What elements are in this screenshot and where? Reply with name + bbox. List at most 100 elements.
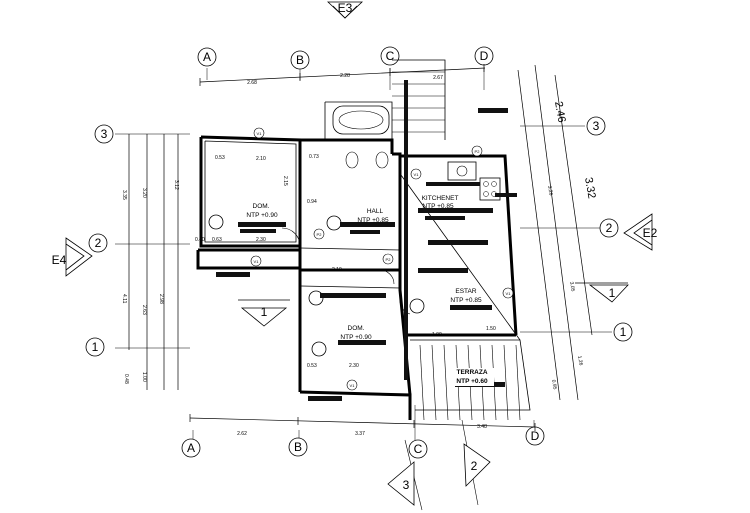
room-terraza: TERRAZA NTP +0.60 <box>450 368 494 386</box>
room-level: NTP +0.85 <box>357 217 389 224</box>
dim-text: 3.26 <box>546 185 554 196</box>
elevation-label: E2 <box>643 226 658 240</box>
dim-text: 2.30 <box>256 237 266 243</box>
grid-label: 3 <box>101 127 108 141</box>
elevation-label: E4 <box>52 253 67 267</box>
tag-label: V1 <box>350 383 356 388</box>
tag-p2-c: P2 <box>471 145 483 157</box>
grid-bubble-bottom-a: A <box>181 438 201 458</box>
dim-text: 1.26 <box>576 355 584 366</box>
elevation-marker-e4: E4 <box>52 237 93 277</box>
room-level: NTP +0.90 <box>246 212 278 219</box>
grid-bubble-bottom-c: C <box>408 439 428 459</box>
grid-bubble-top-d: D <box>474 46 494 66</box>
grid-label: A <box>187 441 195 455</box>
room-name: HALL <box>367 208 384 215</box>
dim-text: 3.05 <box>568 281 576 292</box>
dim-text: 4.11 <box>121 294 127 304</box>
dim-text: 3.32 <box>582 176 598 199</box>
dim-text: 2.10 <box>256 156 266 162</box>
grid-label: 3 <box>593 119 600 133</box>
room-estar: ESTAR NTP +0.85 <box>450 288 482 304</box>
tag-label: P2 <box>475 149 481 154</box>
dim-text: 2.28 <box>340 73 350 79</box>
grid-bubble-bottom-b: B <box>288 437 308 457</box>
grid-label: 1 <box>620 325 627 339</box>
room-level: NTP +0.90 <box>340 334 372 341</box>
grid-bubble-top-b: B <box>290 50 310 70</box>
dim-text: 0.73 <box>309 154 319 160</box>
dim-text: 3.37 <box>355 431 365 437</box>
room-level: NTP +0.85 <box>422 203 454 210</box>
section-label: 3 <box>403 478 410 492</box>
dim-text: 2.67 <box>433 75 443 81</box>
dim-text: 0.95 <box>550 379 558 390</box>
room-level: NTP +0.60 <box>456 378 488 385</box>
tag-p2-a: P2 <box>313 228 325 240</box>
tag-v1-c: V1 <box>346 379 358 391</box>
grid-bubble-right-2: 2 <box>599 218 619 238</box>
grid-bubble-left-3: 3 <box>94 124 114 144</box>
room-level: NTP +0.85 <box>450 297 482 304</box>
room-dom-lower: DOM. NTP +0.90 <box>340 325 372 341</box>
grid-label: C <box>386 49 395 63</box>
tag-v1-d: V1 <box>502 287 514 299</box>
dim-text: 3.12 <box>173 180 179 190</box>
section-label: 1 <box>609 286 616 300</box>
grid-label: D <box>480 49 489 63</box>
grid-label: B <box>294 440 302 454</box>
dim-text: 2.30 <box>349 363 359 369</box>
room-dom-upper: DOM. NTP +0.90 <box>246 203 278 219</box>
grid-bubble-left-2: 2 <box>88 233 108 253</box>
grid-bubble-left-1: 1 <box>85 337 105 357</box>
room-name: TERRAZA <box>456 369 487 376</box>
tag-v1-a: V1 <box>253 127 265 139</box>
tag-label: V1 <box>254 259 260 264</box>
section-label: 1 <box>261 305 268 319</box>
dim-text: 2.46 <box>552 100 568 123</box>
dim-text: 0.63 <box>212 237 222 243</box>
tag-v1-b: V1 <box>250 255 262 267</box>
dim-text: 3.48 <box>477 424 487 430</box>
toilet-icon <box>345 151 389 169</box>
dim-text: 2.62 <box>237 431 247 437</box>
room-hall: HALL NTP +0.85 <box>357 208 389 224</box>
dim-text: 3.20 <box>141 188 147 198</box>
bathtub-icon <box>332 105 390 135</box>
section-marker-bottom-center: 3 <box>387 439 423 511</box>
room-name: KITCHENET <box>422 195 459 202</box>
dim-text: 2.63 <box>141 305 147 315</box>
dim-text: 3.35 <box>121 190 127 200</box>
dim-text: 2.98 <box>158 294 164 304</box>
dim-text: 0.53 <box>307 363 317 369</box>
elevation-label: E3 <box>338 1 353 15</box>
grid-label: 2 <box>606 221 613 235</box>
room-name: DOM. <box>253 203 270 210</box>
grid-bubble-top-c: C <box>380 46 400 66</box>
section-label: 2 <box>471 459 478 473</box>
grid-bubble-right-3: 3 <box>586 116 606 136</box>
room-name: ESTAR <box>455 288 476 295</box>
grid-label: 1 <box>92 340 99 354</box>
grid-label: D <box>531 429 540 443</box>
dim-text: 2.15 <box>282 176 288 186</box>
grid-label: B <box>296 53 304 67</box>
dim-text: 0.53 <box>215 155 225 161</box>
section-marker-right: 1 <box>575 282 629 303</box>
room-kitchenet: KITCHENET NTP +0.85 <box>422 195 459 210</box>
grid-label: A <box>203 50 211 64</box>
room-name: DOM. <box>348 325 365 332</box>
tag-label: V1 <box>506 291 512 296</box>
section-marker-bottom-right: 2 <box>461 419 491 506</box>
section-marker-left: 1 <box>238 299 290 327</box>
stair-treads <box>392 71 445 133</box>
dim-text: 1.50 <box>486 326 496 332</box>
door-swings <box>281 227 411 315</box>
tag-label: V1 <box>257 131 263 136</box>
dim-text: 0.48 <box>123 374 129 384</box>
tag-label: P2 <box>317 232 323 237</box>
dimension-lines <box>128 64 593 431</box>
tag-label: V1 <box>414 172 420 177</box>
grid-bubble-top-a: A <box>197 47 217 67</box>
